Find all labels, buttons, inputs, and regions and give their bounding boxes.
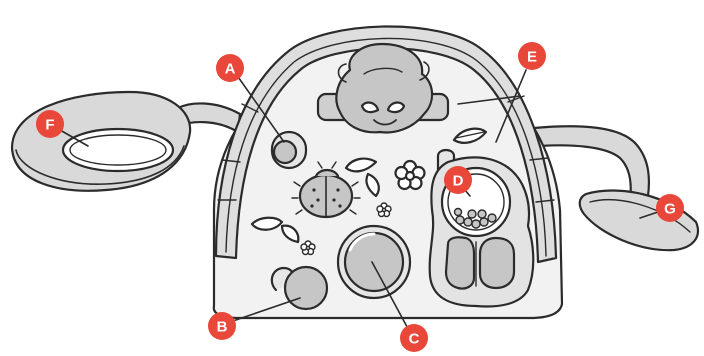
dial-c[interactable] (338, 226, 410, 298)
callout-a: A (216, 54, 244, 82)
switch-a[interactable] (272, 132, 306, 168)
callout-b: B (208, 312, 236, 340)
callout-d-label: D (453, 173, 464, 190)
callout-c: C (400, 324, 428, 352)
callout-f-label: F (45, 117, 54, 134)
mirror-icon (63, 129, 173, 171)
callout-g: G (656, 194, 684, 222)
callout-b-label: B (217, 319, 228, 336)
callout-e: E (518, 42, 546, 70)
left-arm-f (12, 92, 240, 191)
callout-a-label: A (225, 61, 236, 78)
callout-e-label: E (527, 49, 537, 66)
callout-f: F (36, 110, 64, 138)
callout-d: D (444, 166, 472, 194)
callout-g-label: G (664, 201, 676, 218)
callout-c-label: C (409, 331, 420, 348)
